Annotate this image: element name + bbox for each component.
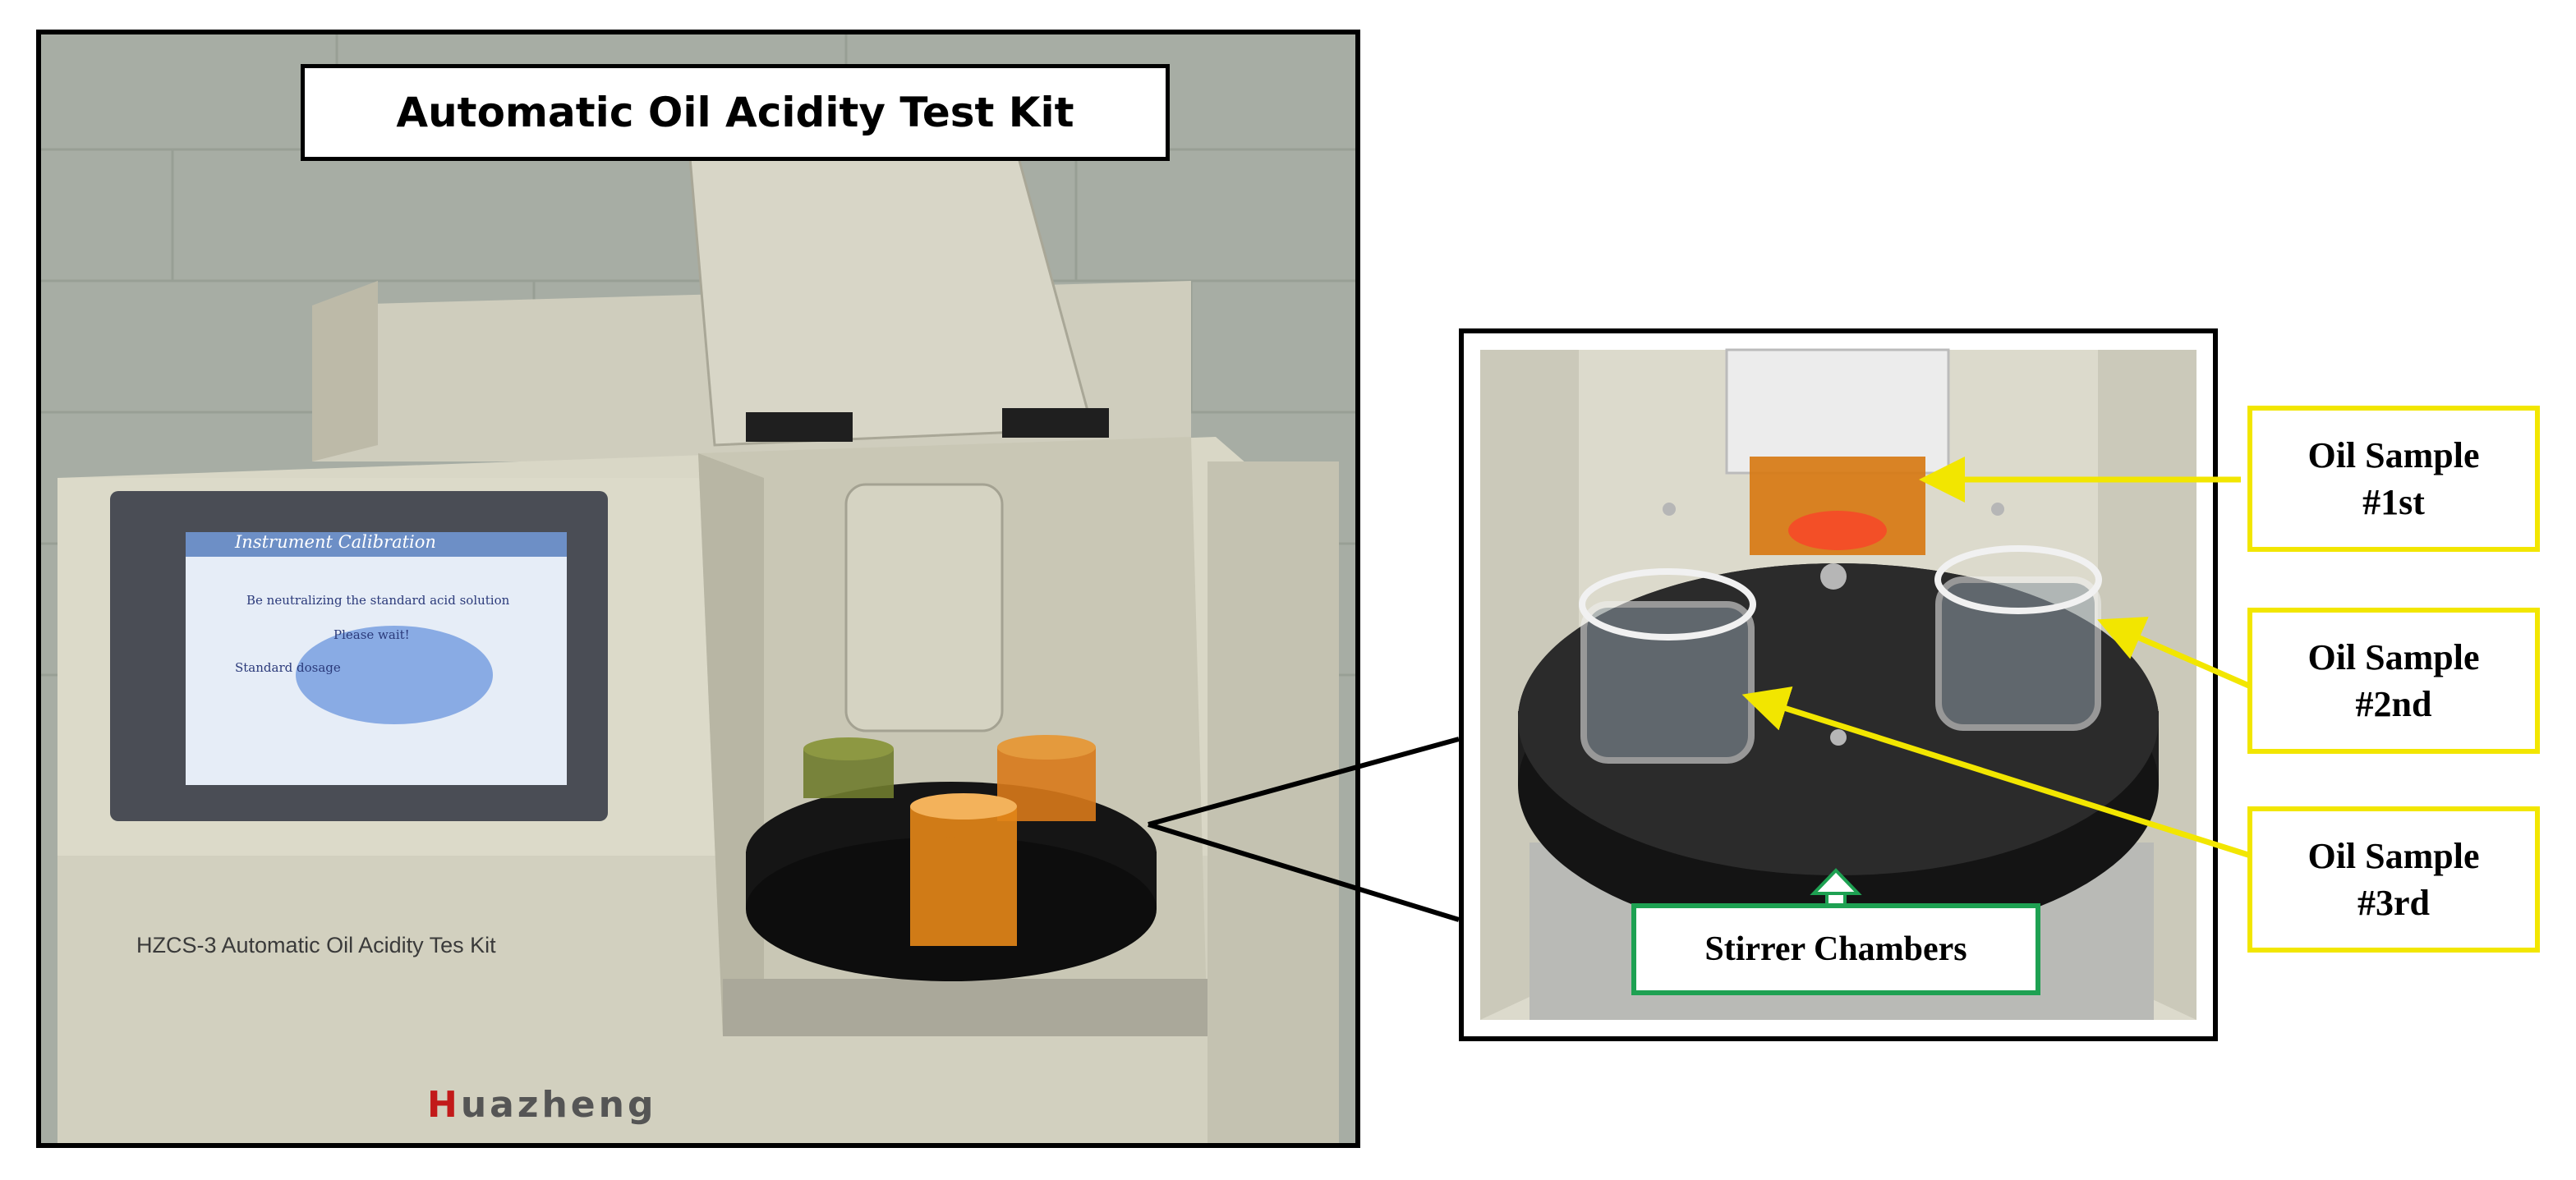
zoom-photo-illustration bbox=[1480, 348, 2196, 1020]
stirrer-chambers-label: Stirrer Chambers bbox=[1631, 903, 2040, 995]
brand-logo: Huazheng bbox=[427, 1084, 656, 1126]
callout-oil-sample-3: Oil Sample #3rd bbox=[2247, 806, 2540, 953]
device-photo: Instrument Calibration Be neutralizing t… bbox=[36, 30, 1360, 1148]
callout-number: #1st bbox=[2362, 482, 2425, 522]
zoom-connector-top bbox=[1148, 737, 1460, 827]
screen-title: Instrument Calibration bbox=[235, 532, 436, 552]
callout-label: Oil Sample bbox=[2307, 835, 2480, 876]
stirrer-chambers-text: Stirrer Chambers bbox=[1704, 930, 1967, 968]
callout-number: #2nd bbox=[2355, 684, 2432, 724]
arrow-sample-3 bbox=[1741, 686, 2252, 859]
device-model-label: HZCS-3 Automatic Oil Acidity Tes Kit bbox=[136, 933, 496, 957]
zoom-photo bbox=[1459, 328, 2218, 1041]
device-photo-illustration bbox=[41, 34, 1355, 1143]
screen-wait: Please wait! bbox=[334, 627, 410, 642]
figure-title: Automatic Oil Acidity Test Kit bbox=[396, 89, 1074, 136]
callout-label: Oil Sample bbox=[2307, 636, 2480, 677]
screen-status: Be neutralizing the standard acid soluti… bbox=[246, 593, 510, 608]
arrow-stirrer bbox=[1810, 868, 1862, 909]
callout-oil-sample-1: Oil Sample #1st bbox=[2247, 406, 2540, 552]
callout-oil-sample-2: Oil Sample #2nd bbox=[2247, 608, 2540, 754]
zoom-connector-bottom bbox=[1148, 822, 1460, 922]
brand-initial: H bbox=[427, 1084, 461, 1126]
callout-label: Oil Sample bbox=[2307, 434, 2480, 475]
brand-rest: uazheng bbox=[460, 1084, 657, 1126]
callout-number: #3rd bbox=[2358, 883, 2430, 923]
arrow-sample-2 bbox=[2097, 617, 2252, 690]
figure-title-box: Automatic Oil Acidity Test Kit bbox=[301, 64, 1170, 161]
screen-field: Standard dosage bbox=[235, 660, 341, 675]
